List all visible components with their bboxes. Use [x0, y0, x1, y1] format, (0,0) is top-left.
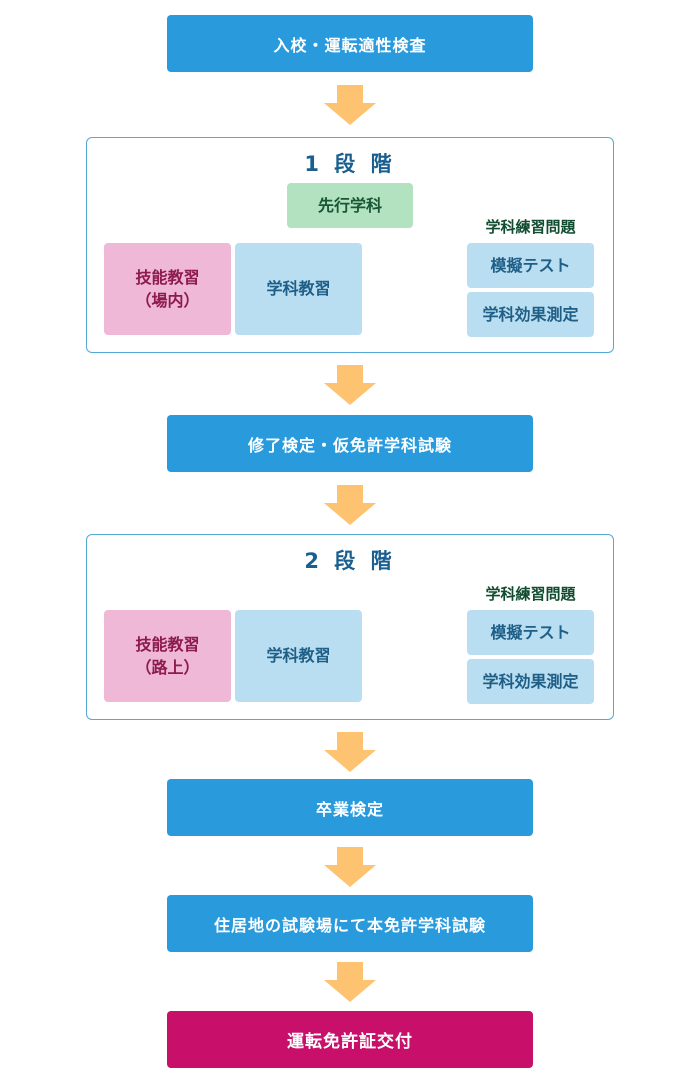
step-enrollment-label: 入校・運転適性検査 [273, 35, 427, 55]
step-enrollment: 入校・運転適性検査 [167, 15, 533, 72]
step-full-license-exam-label: 住居地の試験場にて本免許学科試験 [213, 915, 486, 935]
practical-lesson-sub: （場内） [135, 291, 200, 310]
arrow-down-icon [324, 962, 376, 1002]
step-license-issuance-label: 運転免許証交付 [287, 1032, 413, 1052]
mock-test-label: 模擬テスト [490, 255, 571, 275]
academic-lesson-label: 学科教習 [266, 646, 331, 666]
academic-lesson-box: 学科教習 [235, 610, 362, 702]
practical-lesson-box: 技能教習 （路上） [104, 610, 231, 702]
mock-test-box: 模擬テスト [467, 243, 594, 288]
practice-questions-title: 学科練習問題 [485, 585, 576, 603]
stage-2-title: 2 段 階 [304, 549, 396, 573]
practical-lesson-label: 技能教習 [135, 634, 200, 654]
arrow-down-icon [324, 365, 376, 405]
effect-measure-label: 学科効果測定 [482, 304, 579, 324]
practical-lesson-box: 技能教習 （場内） [104, 243, 231, 335]
practical-lesson-sub: （路上） [135, 658, 200, 677]
prior-academic-label: 先行学科 [317, 195, 382, 215]
stage-1-title: 1 段 階 [304, 152, 396, 176]
step-graduation-exam-label: 卒業検定 [315, 799, 384, 819]
mock-test-box: 模擬テスト [467, 610, 594, 655]
mock-test-label: 模擬テスト [490, 622, 571, 642]
prior-academic-box: 先行学科 [287, 183, 413, 228]
stage-1-panel: 1 段 階 先行学科 技能教習 （場内） 学科教習 学科練習問題 模擬テスト 学… [86, 137, 614, 353]
arrow-down-icon [324, 85, 376, 125]
effect-measure-box: 学科効果測定 [467, 659, 594, 704]
step-provisional-exam-label: 修了検定・仮免許学科試験 [247, 435, 452, 455]
effect-measure-box: 学科効果測定 [467, 292, 594, 337]
effect-measure-label: 学科効果測定 [482, 671, 579, 691]
step-full-license-exam: 住居地の試験場にて本免許学科試験 [167, 895, 533, 952]
arrow-down-icon [324, 847, 376, 887]
practice-questions-title: 学科練習問題 [485, 218, 576, 236]
arrow-down-icon [324, 732, 376, 772]
arrow-down-icon [324, 485, 376, 525]
academic-lesson-box: 学科教習 [235, 243, 362, 335]
practical-lesson-label: 技能教習 [135, 267, 200, 287]
stage-2-panel: 2 段 階 技能教習 （路上） 学科教習 学科練習問題 模擬テスト 学科効果測定 [86, 534, 614, 720]
step-license-issuance: 運転免許証交付 [167, 1011, 533, 1068]
step-provisional-exam: 修了検定・仮免許学科試験 [167, 415, 533, 472]
academic-lesson-label: 学科教習 [266, 279, 331, 299]
step-graduation-exam: 卒業検定 [167, 779, 533, 836]
